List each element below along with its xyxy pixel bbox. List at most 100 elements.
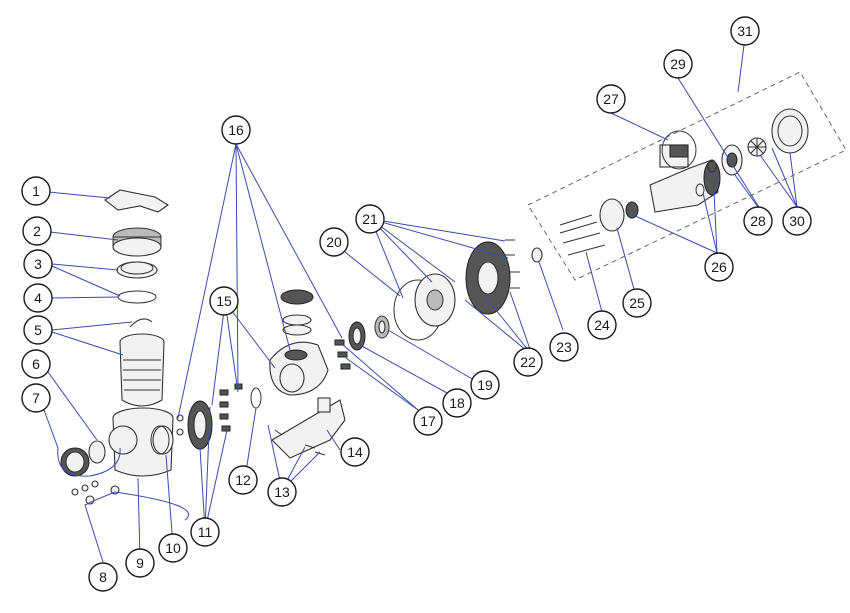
leader-4: [51, 296, 119, 299]
callout-2-label: 2: [33, 223, 41, 239]
callout-31-label: 31: [737, 23, 753, 39]
leader-30a: [759, 154, 798, 208]
leader-24: [585, 251, 603, 313]
leader-11a: [199, 447, 206, 531]
leader-16c: [235, 143, 291, 351]
callout-29-label: 29: [670, 56, 686, 72]
callout-20-label: 20: [326, 234, 342, 250]
callout-11-label: 11: [198, 524, 213, 540]
leader-1: [47, 191, 111, 199]
callout-25: 25: [622, 288, 652, 318]
callout-15: 15: [209, 286, 239, 316]
leader-25: [616, 227, 638, 301]
callout-27-label: 27: [603, 91, 619, 107]
leader-28: [734, 174, 759, 208]
part-washer-23: [531, 247, 543, 263]
callout-19: 19: [470, 370, 500, 400]
callout-6: 6: [21, 349, 51, 379]
motor-assembly-boundary: [527, 71, 847, 281]
part-prefilter-housing-9: [108, 407, 174, 477]
part-motor: [649, 144, 721, 213]
part-screws-21: [505, 239, 520, 289]
leader-16a: [177, 143, 237, 419]
leader-22a: [464, 299, 533, 356]
leader-21d: [370, 218, 506, 242]
leader-17a: [341, 343, 419, 411]
callout-11: 11: [190, 517, 220, 547]
callout-3: 3: [23, 249, 53, 279]
callout-17-label: 17: [420, 413, 436, 429]
callout-6-label: 6: [32, 356, 40, 372]
leader-26b: [702, 192, 718, 254]
leader-16b: [235, 143, 239, 389]
callout-7-label: 7: [32, 390, 40, 406]
callout-30: 30: [782, 206, 812, 236]
part-seals-26: [695, 159, 717, 197]
callout-10-label: 10: [165, 540, 181, 556]
leader-14: [326, 429, 341, 451]
callout-9-label: 9: [136, 555, 144, 571]
leader-15c: [224, 301, 276, 369]
part-bearing-cover-28: [721, 144, 743, 176]
callout-24: 24: [587, 310, 617, 340]
callout-14-label: 14: [347, 444, 363, 460]
leader-21c: [370, 218, 456, 283]
callout-4: 4: [23, 283, 53, 313]
leader-9: [137, 477, 141, 561]
callout-12-label: 12: [235, 472, 251, 488]
leader-17b: [345, 357, 419, 411]
callout-30-label: 30: [789, 213, 805, 229]
callout-31: 31: [730, 16, 760, 46]
leader-10: [165, 454, 174, 547]
callout-12: 12: [228, 465, 258, 495]
leader-26a: [632, 214, 718, 254]
leader-6: [47, 371, 98, 441]
leader-15a: [211, 301, 226, 406]
leader-18: [359, 344, 448, 394]
part-fan-cover-30: [771, 108, 809, 154]
callout-25-label: 25: [629, 295, 645, 311]
callout-20: 20: [319, 227, 349, 257]
part-basket-5: [119, 318, 165, 407]
callout-1: 1: [21, 176, 51, 206]
callout-27: 27: [596, 84, 626, 114]
callout-21-label: 21: [362, 211, 378, 227]
leader-11c: [204, 406, 211, 531]
callout-18-label: 18: [449, 395, 465, 411]
leader-22c: [509, 291, 533, 356]
part-handle-1: [104, 189, 170, 213]
leader-5a: [51, 321, 133, 331]
leader-30b: [771, 147, 798, 208]
leader-27: [610, 112, 669, 141]
leader-30c: [789, 152, 798, 208]
leader-26c: [712, 171, 718, 254]
leader-5b: [51, 331, 124, 356]
part-union-7: [60, 440, 106, 477]
part-fan-29: [747, 137, 767, 157]
callout-23-label: 23: [556, 339, 572, 355]
callout-14: 14: [340, 437, 370, 467]
leader-19: [387, 329, 475, 381]
leader-11b: [204, 429, 228, 531]
part-flange-11: [176, 400, 213, 450]
part-oring-12: [250, 387, 262, 409]
callout-29: 29: [663, 49, 693, 79]
callout-13-label: 13: [274, 484, 290, 500]
part-base-14: [271, 397, 346, 459]
callout-18: 18: [442, 388, 472, 418]
callout-23: 23: [549, 332, 579, 362]
part-capacitor-box-27: [661, 130, 697, 170]
part-gasket-10: [150, 425, 170, 455]
callout-4-label: 4: [34, 290, 42, 306]
leader-8: [84, 491, 190, 563]
callout-17: 17: [413, 406, 443, 436]
leader-21b: [370, 218, 433, 283]
callout-1-label: 1: [32, 183, 40, 199]
callout-21: 21: [355, 204, 385, 234]
leader-23: [538, 261, 564, 331]
leader-2: [49, 231, 119, 241]
callout-5-label: 5: [34, 322, 42, 338]
leader-7: [43, 409, 121, 477]
leader-16d: [235, 143, 343, 339]
